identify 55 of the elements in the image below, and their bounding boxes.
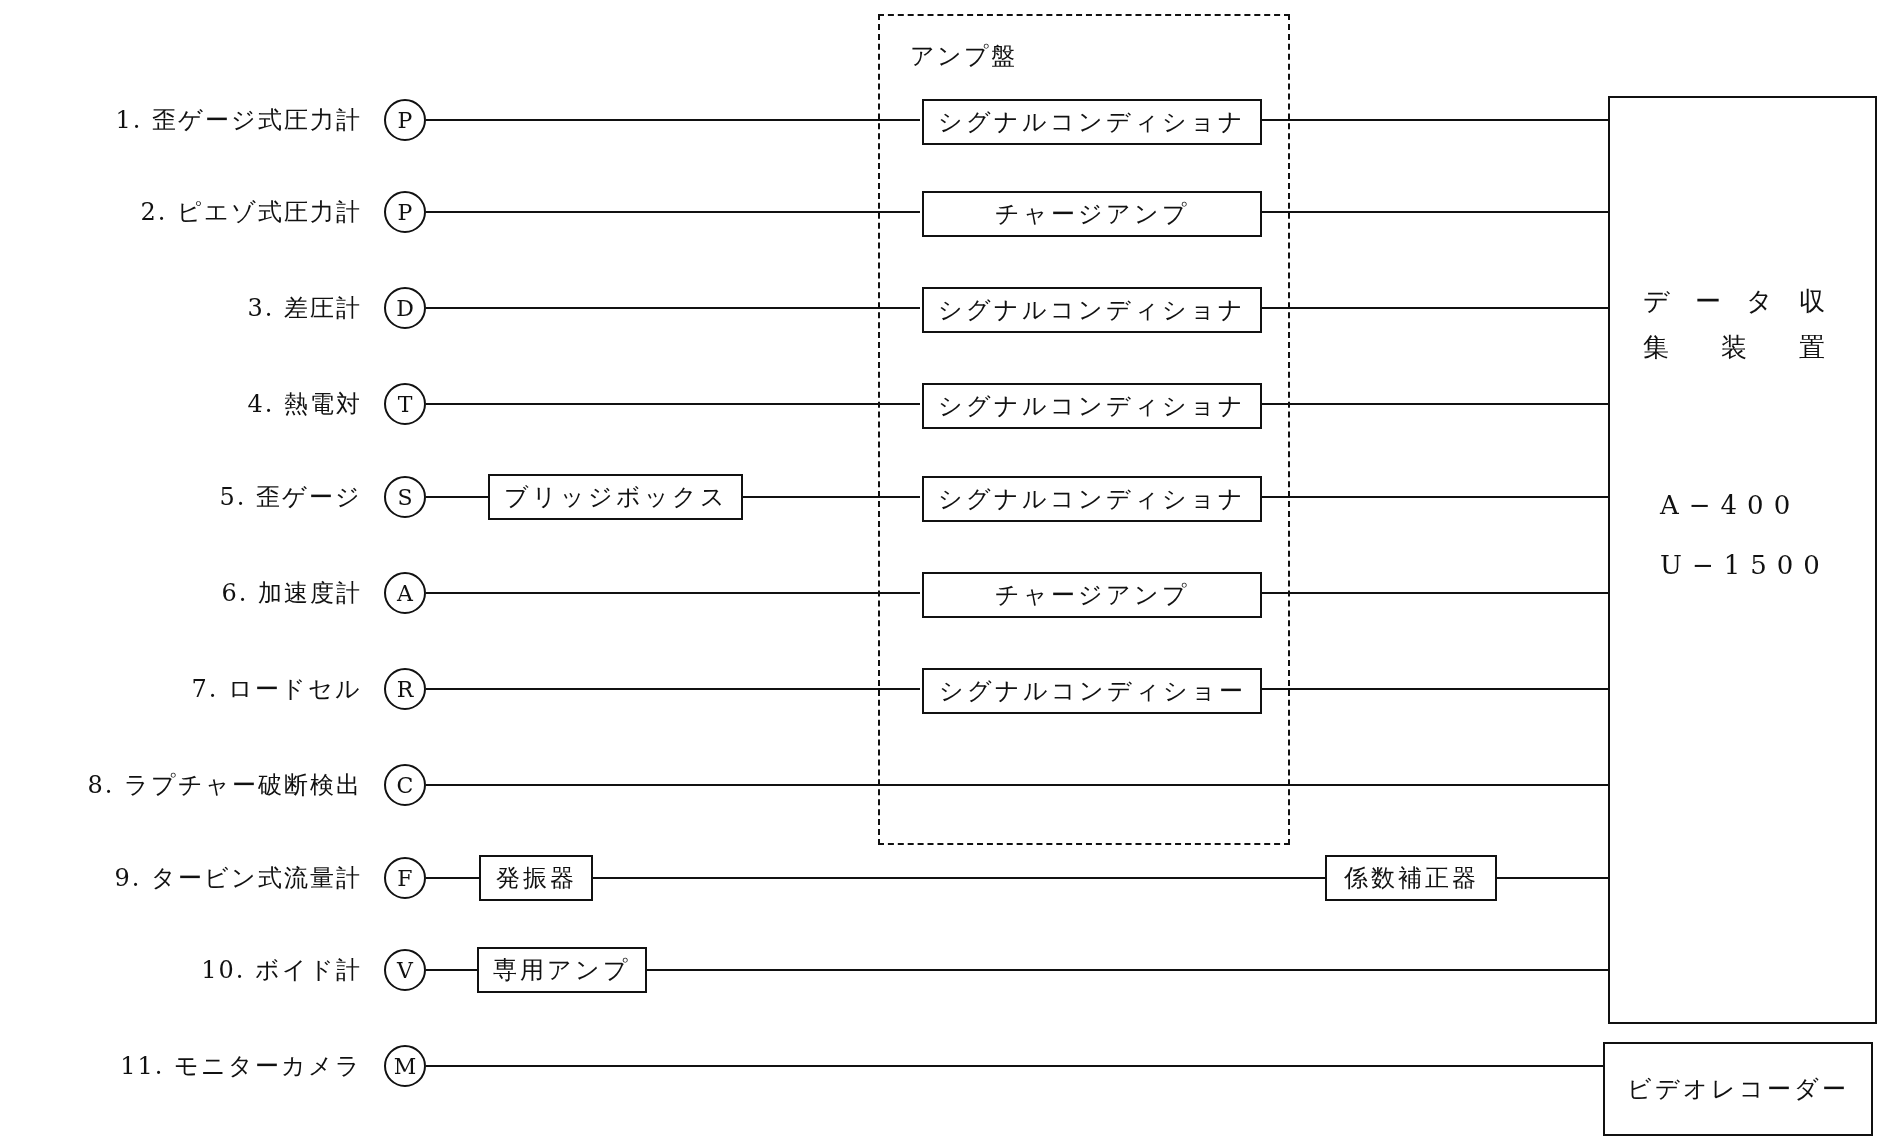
sensor-circle: T: [384, 383, 426, 425]
conditioner-box: シグナルコンディショナ: [922, 287, 1262, 333]
sensor-label: 3. 差圧計: [247, 293, 362, 324]
model-number: U−1500: [1660, 550, 1830, 580]
connector-line: [592, 877, 1326, 879]
bridge-box: ブリッジボックス: [488, 474, 743, 520]
sensor-label: 7. ロードセル: [191, 674, 362, 705]
sensor-circle: V: [384, 949, 426, 991]
amplifier-box: 専用アンプ: [477, 947, 647, 993]
connector-line: [425, 496, 489, 498]
oscillator-box: 発振器: [479, 855, 593, 901]
sensor-circle: R: [384, 668, 426, 710]
amp-panel-box: [878, 14, 1290, 845]
connector-line: [425, 877, 480, 879]
sensor-circle: S: [384, 476, 426, 518]
conditioner-box: シグナルコンディショー: [922, 668, 1262, 714]
sensor-label: 1. 歪ゲージ式圧力計: [115, 105, 362, 136]
sensor-circle: F: [384, 857, 426, 899]
sensor-circle: A: [384, 572, 426, 614]
sensor-circle: C: [384, 764, 426, 806]
conditioner-box: シグナルコンディショナ: [922, 99, 1262, 145]
sensor-label: 4. 熱電対: [247, 389, 362, 420]
sensor-circle: D: [384, 287, 426, 329]
sensor-label: 2. ピエゾ式圧力計: [140, 197, 362, 228]
connector-line: [425, 1065, 1604, 1067]
device-box: [1608, 96, 1877, 1024]
connector-line: [425, 784, 1609, 786]
connector-line: [425, 403, 921, 405]
sensor-circle: P: [384, 99, 426, 141]
connector-line: [425, 211, 921, 213]
connector-line: [425, 592, 921, 594]
conditioner-box: シグナルコンディショナ: [922, 383, 1262, 429]
connector-line: [425, 969, 478, 971]
sensor-label: 9. タービン式流量計: [114, 863, 362, 894]
corrector-box: 係数補正器: [1325, 855, 1497, 901]
recorder-box: ビデオレコーダー: [1603, 1042, 1873, 1136]
sensor-label: 10. ボイド計: [201, 955, 362, 986]
connector-line: [425, 688, 921, 690]
panel-title: アンプ盤: [910, 41, 1017, 72]
sensor-label: 5. 歪ゲージ: [219, 482, 362, 513]
conditioner-box: チャージアンプ: [922, 572, 1262, 618]
connector-line: [646, 969, 1609, 971]
sensor-circle: M: [384, 1045, 426, 1087]
device-name: データ収集装置: [1642, 285, 1843, 364]
conditioner-box: チャージアンプ: [922, 191, 1262, 237]
sensor-label: 11. モニターカメラ: [120, 1051, 362, 1082]
connector-line: [425, 119, 921, 121]
connector-line: [425, 307, 921, 309]
conditioner-box: シグナルコンディショナ: [922, 476, 1262, 522]
sensor-label: 8. ラプチャー破断検出: [87, 770, 362, 801]
sensor-circle: P: [384, 191, 426, 233]
connector-line: [742, 496, 921, 498]
model-number: A−400: [1660, 490, 1801, 520]
connector-line: [1496, 877, 1609, 879]
sensor-label: 6. 加速度計: [221, 578, 362, 609]
